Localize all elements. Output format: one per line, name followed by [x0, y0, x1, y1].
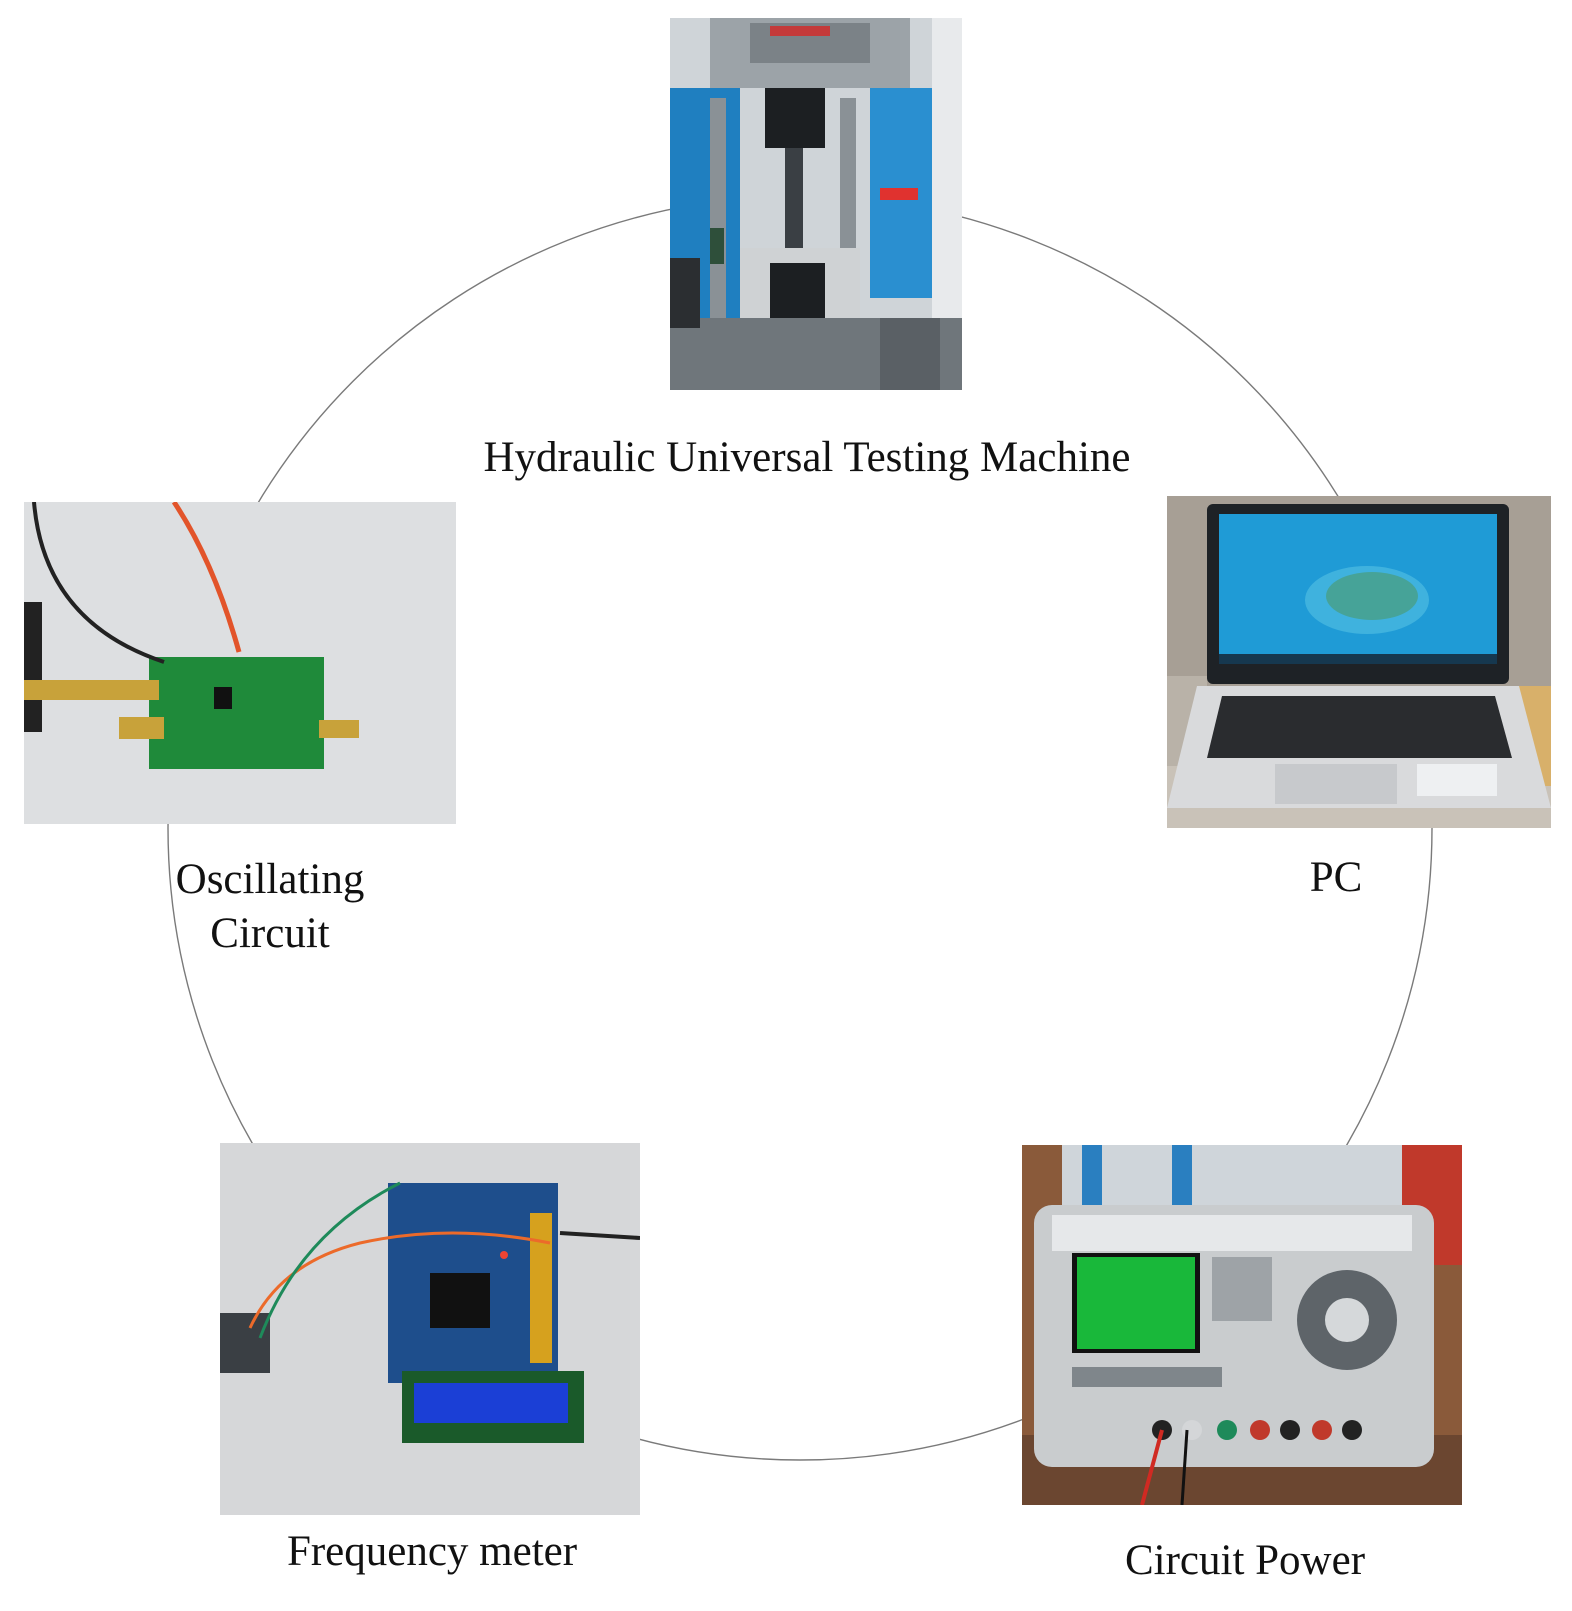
- oscillating-circuit-label-line-1: Oscillating: [175, 856, 365, 903]
- frequency-meter-label: Frequency meter: [286, 1528, 578, 1575]
- frequency-meter-photo: [220, 1143, 640, 1515]
- testing-machine-photo: [670, 18, 962, 390]
- oscillator-board-photo: [24, 502, 456, 824]
- oscillating-circuit-label-line-2: Circuit: [210, 909, 330, 957]
- circuit-power-label: Circuit Power: [1124, 1537, 1366, 1584]
- pc-label: PC: [1309, 854, 1363, 901]
- laptop-photo: [1167, 496, 1551, 828]
- oscillating-circuit-label: Oscillating Circuit: [160, 853, 380, 961]
- hydraulic-machine-label: Hydraulic Universal Testing Machine: [483, 434, 1131, 481]
- power-supply-photo: [1022, 1145, 1462, 1505]
